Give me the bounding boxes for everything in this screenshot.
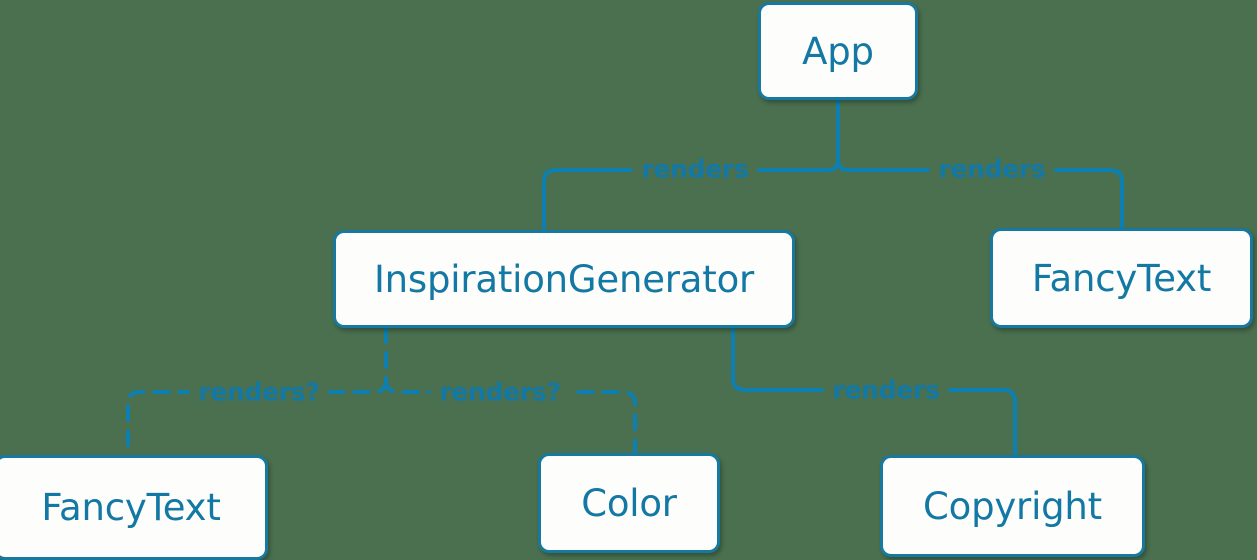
edge-inspiration-fancytext <box>126 378 388 457</box>
node-fancytext-bottom[interactable]: FancyText <box>0 455 268 560</box>
node-inspiration-generator[interactable]: InspirationGenerator <box>333 230 795 328</box>
edge-label-app-inspiration: renders <box>632 156 758 182</box>
node-color-label: Color <box>581 481 677 525</box>
node-fancytext-bottom-label: FancyText <box>41 486 221 529</box>
node-app[interactable]: App <box>758 2 918 100</box>
edge-label-inspiration-fancytext: renders? <box>189 379 329 405</box>
node-color[interactable]: Color <box>538 453 720 553</box>
node-copyright[interactable]: Copyright <box>880 455 1145 557</box>
edge-label-inspiration-copyright: renders <box>823 377 949 403</box>
node-fancytext-top[interactable]: FancyText <box>990 228 1253 328</box>
edge-app-inspiration <box>542 158 840 232</box>
edge-inspiration-color <box>384 378 637 455</box>
node-copyright-label: Copyright <box>923 484 1102 528</box>
node-app-label: App <box>802 29 874 73</box>
edge-label-inspiration-color: renders? <box>430 379 570 405</box>
node-inspiration-generator-label: InspirationGenerator <box>373 257 755 301</box>
edge-label-app-fancytext: renders <box>929 156 1055 182</box>
node-fancytext-top-label: FancyText <box>1031 256 1212 300</box>
